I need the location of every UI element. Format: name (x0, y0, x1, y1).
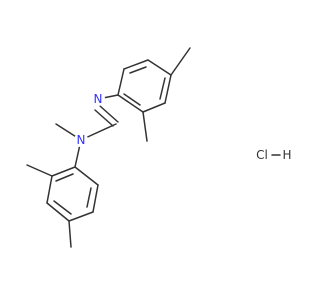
chlorine-label: Cl (256, 148, 268, 162)
bond (147, 59, 172, 76)
amine-nitrogen-atom: N (74, 133, 88, 147)
double-bond-inner (129, 66, 147, 74)
bond (92, 184, 99, 213)
bond (123, 59, 149, 70)
bond (74, 166, 99, 186)
imine-nitrogen-label: N (94, 92, 103, 106)
lower-aryl-ring (26, 164, 99, 248)
imine-double-bond (94, 109, 114, 127)
methyl-bond (170, 47, 191, 76)
bond (142, 102, 166, 113)
imine-double-bond (99, 105, 119, 123)
double-bond-inner (53, 200, 72, 215)
upper-aryl-ring (117, 47, 191, 142)
methyl-bond (68, 220, 72, 248)
double-bond-inner (159, 77, 166, 100)
structure-canvas: N N Cl H (26, 47, 292, 248)
bond (68, 211, 94, 222)
bond (117, 68, 125, 96)
hydrogen-label: H (282, 148, 291, 162)
double-bond-inner (55, 173, 74, 182)
bond (46, 202, 70, 222)
hydrochloride-salt: Cl H (256, 148, 291, 162)
bond (164, 74, 172, 104)
methyl-bond (26, 164, 53, 177)
methyl-bond (142, 111, 148, 142)
bond (46, 175, 53, 204)
amine-nitrogen-label: N (77, 133, 86, 147)
amidine-linkage (55, 94, 119, 168)
double-bond-inner (86, 187, 92, 208)
bond (51, 166, 76, 177)
double-bond-inner (123, 93, 141, 106)
imine-nitrogen-atom: N (91, 92, 105, 106)
bond (117, 94, 144, 113)
